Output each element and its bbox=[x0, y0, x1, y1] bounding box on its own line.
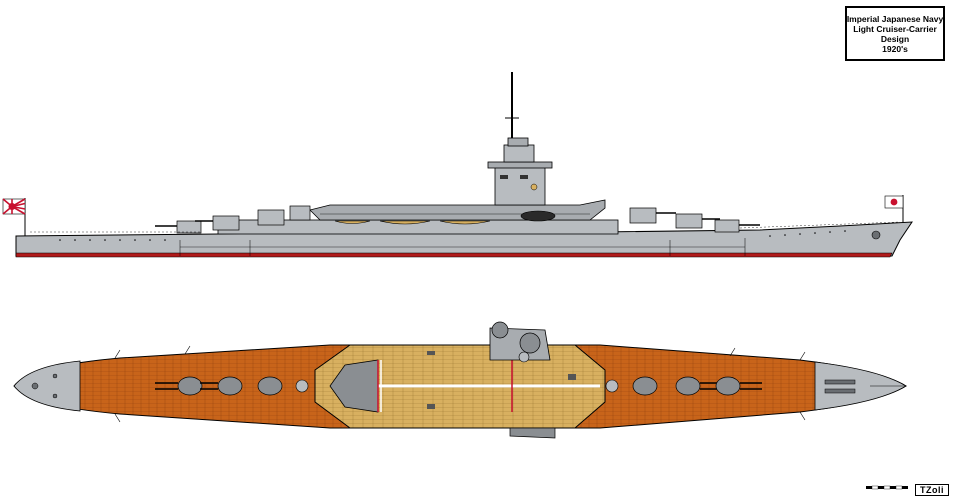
anchor-hawse-icon bbox=[871, 230, 881, 240]
flight-deck-profile bbox=[309, 199, 606, 221]
title-line-4: 1920's bbox=[882, 43, 908, 54]
stern-deck bbox=[13, 360, 81, 412]
director-top bbox=[507, 137, 529, 147]
title-line-3: Design bbox=[880, 33, 910, 44]
aft-turrets-plan bbox=[155, 376, 309, 396]
bridge-base bbox=[494, 164, 546, 206]
rising-sun-ensign-icon bbox=[2, 198, 26, 215]
title-line-2: Light Cruiser-Carrier bbox=[853, 23, 937, 34]
aft-turrets bbox=[155, 205, 311, 234]
boot-topping bbox=[15, 252, 893, 258]
bridge-deck bbox=[487, 161, 553, 169]
artist-signature: TZoli bbox=[915, 484, 949, 496]
title-line-1: Imperial Japanese Navy bbox=[846, 13, 944, 24]
searchlight-icon bbox=[530, 183, 538, 191]
profile-view bbox=[2, 72, 913, 258]
forward-turrets-plan bbox=[605, 376, 762, 396]
title-box: Imperial Japanese Navy Light Cruiser-Car… bbox=[845, 6, 945, 61]
japanese-flag-icon bbox=[884, 195, 904, 209]
hangar-opening bbox=[520, 210, 556, 222]
forward-turrets bbox=[629, 207, 760, 233]
bridge-tower bbox=[503, 144, 535, 163]
scale-bar bbox=[866, 485, 908, 490]
lifeboats bbox=[334, 220, 491, 225]
plan-view bbox=[13, 321, 907, 439]
